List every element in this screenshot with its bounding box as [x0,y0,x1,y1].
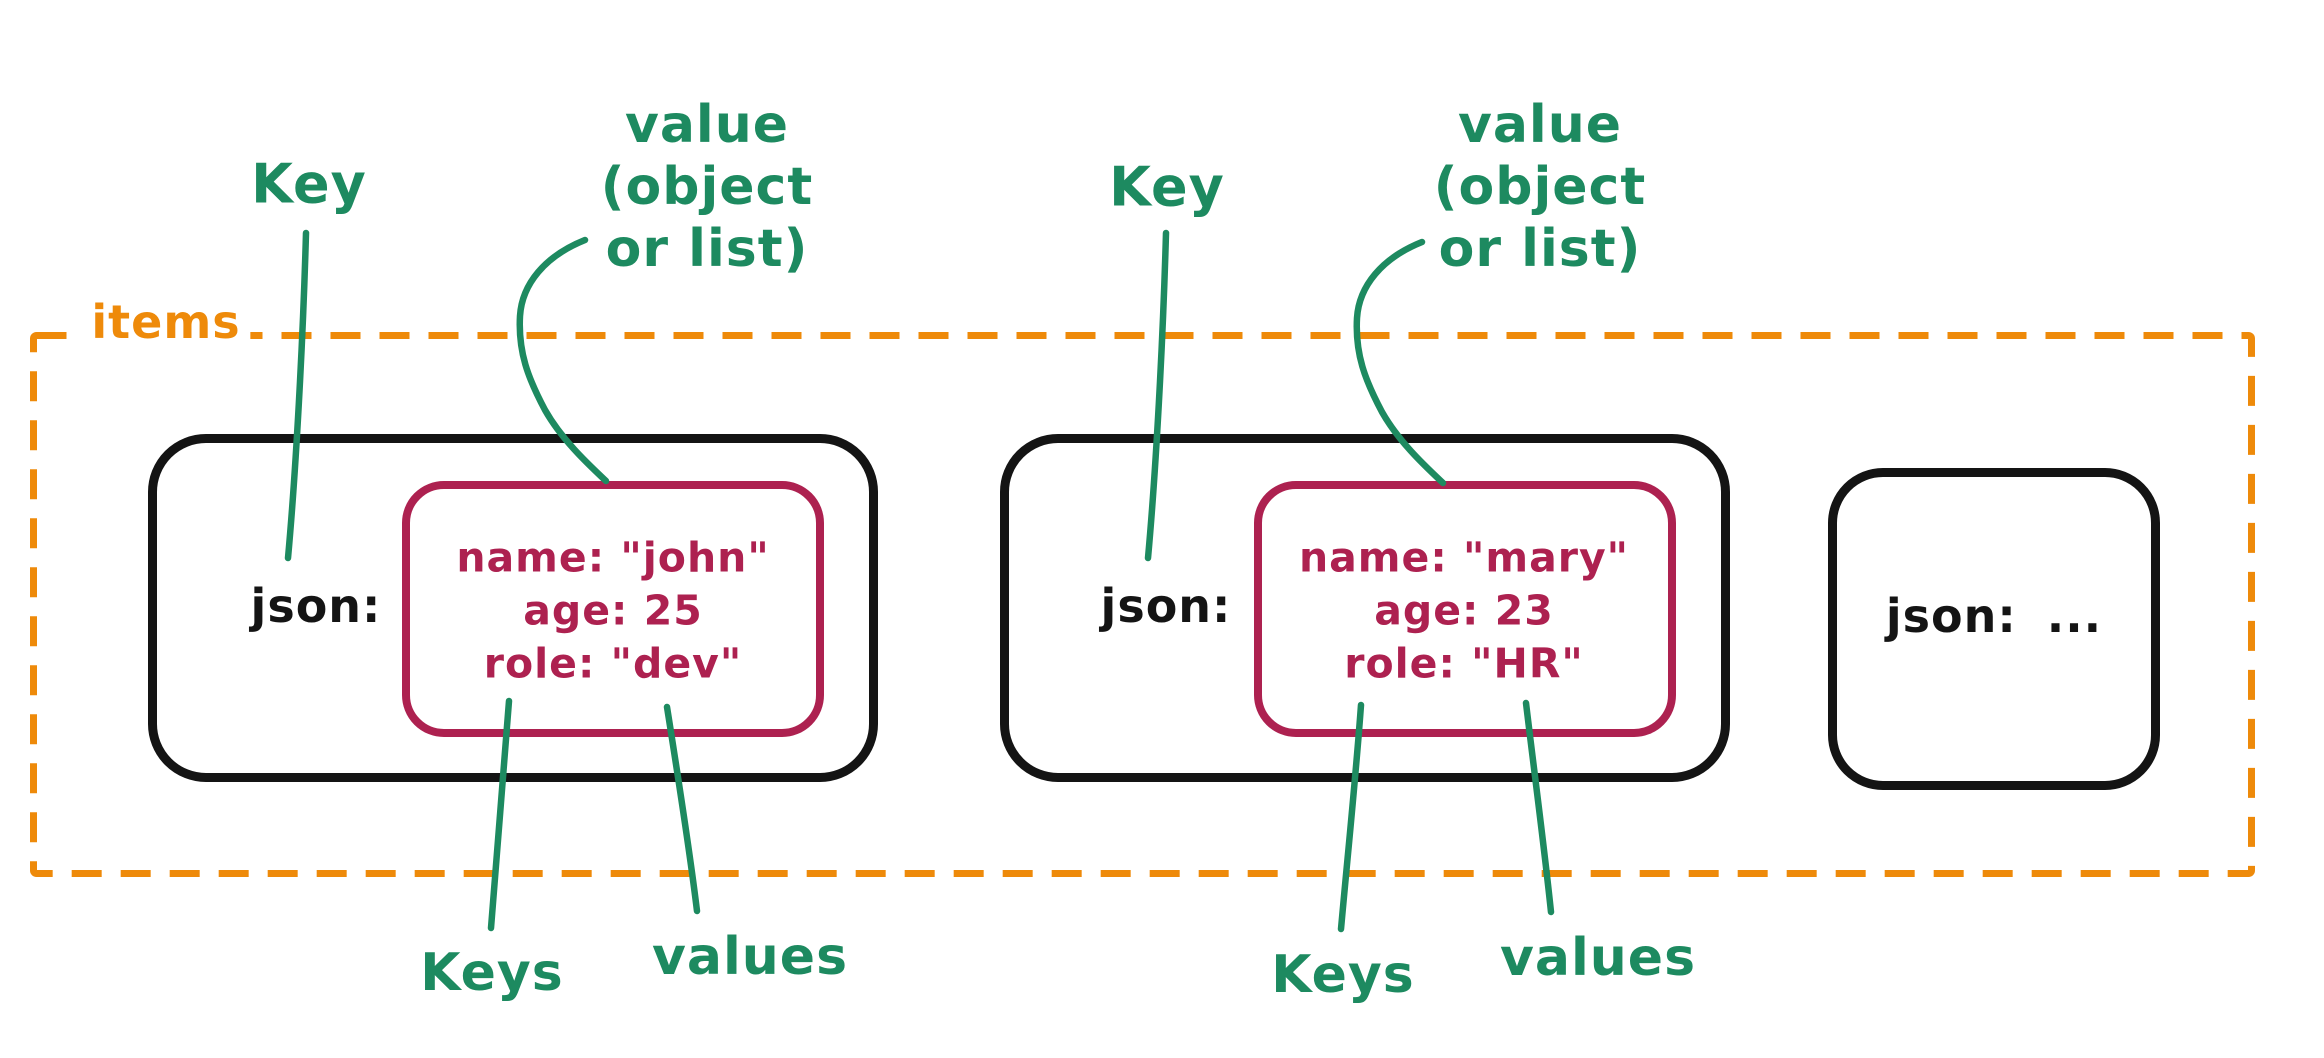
value-annotation-left: value (object or list) [601,94,814,280]
key-annotation-left: Key [251,152,367,216]
value-annotation-right-line1: value [1457,95,1623,155]
json-key-label-3-text: json: [1885,589,2017,643]
object-line-role-2: role: "HR" [1344,639,1584,688]
object-line-role-1: role: "dev" [483,639,743,688]
value-annotation-left-line1: value [624,95,790,155]
value-annotation-left-line3: or list) [605,219,809,279]
key-line-left [284,229,310,562]
json-key-label-1: json: [250,579,382,633]
value-annotation-right-line3: or list) [1438,219,1642,279]
value-annotation-left-line2: (object [600,157,814,217]
json-key-label-2: json: [1100,579,1232,633]
keys-line-right [1337,701,1365,933]
ellipsis-label: ... [2046,589,2103,643]
value-curve-right [1353,238,1447,487]
object-line-name-2: name: "mary" [1298,533,1630,582]
items-label: items [81,293,251,351]
record-card-3 [1828,468,2160,790]
values-line-right [1522,699,1555,916]
value-annotation-right-line2: (object [1433,157,1647,217]
key-line-right [1144,229,1170,562]
object-box-2 [1254,481,1676,737]
object-line-name-1: name: "john" [456,533,770,582]
keys-annotation-left: Keys [420,943,564,1003]
record-card-1 [148,434,878,782]
object-box-1 [402,481,824,737]
values-annotation-left: values [651,927,849,987]
json-key-label-3: json: ... [1886,589,2102,643]
keys-annotation-right: Keys [1271,945,1415,1005]
object-content-1: name: "john" age: 25 role: "dev" [456,532,769,691]
object-content-2: name: "mary" age: 23 role: "HR" [1299,532,1629,691]
object-line-age-2: age: 23 [1374,586,1554,635]
key-annotation-right: Key [1109,155,1225,219]
values-line-left [663,703,701,915]
items-dashed-border [30,332,2255,877]
value-curve-left [516,236,610,485]
keys-line-left [487,697,513,932]
value-annotation-right: value (object or list) [1434,94,1647,280]
record-card-2 [1000,434,1730,782]
values-annotation-right: values [1499,928,1697,988]
object-line-age-1: age: 25 [523,586,703,635]
